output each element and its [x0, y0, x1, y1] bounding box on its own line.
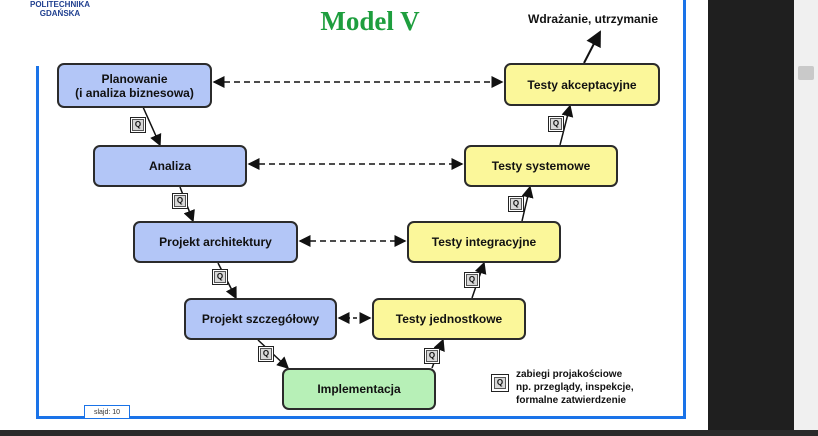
q-symbol: Q [510, 198, 522, 210]
q-symbol: Q [214, 271, 226, 283]
unit-tests-label: Testy jednostkowe [395, 312, 503, 326]
viewer-background [708, 0, 794, 430]
quality-marker: Q [508, 196, 524, 212]
implementation-label: Implementacja [317, 382, 401, 396]
logo-line-1: POLITECHNIKA [30, 0, 90, 9]
integration-tests-label: Testy integracyjne [431, 235, 537, 249]
acceptance-tests-label: Testy akceptacyjne [527, 77, 637, 92]
architecture-label: Projekt architektury [159, 235, 272, 249]
logo-line-2: GDAŃSKA [39, 9, 81, 18]
legend-text: zabiegi projakościowe np. przeglądy, ins… [516, 368, 634, 407]
q-symbol: Q [550, 118, 562, 130]
slide-title: Model V [320, 6, 420, 36]
planning-line-2: (i analiza biznesowa) [75, 85, 194, 100]
legend-line-3: formalne zatwierdzenie [516, 395, 627, 406]
q-symbol: Q [426, 350, 438, 362]
box-analysis: Analiza [93, 145, 247, 187]
frame-left-border [36, 66, 39, 418]
slide-number: slajd: 10 [84, 405, 130, 419]
box-planning: Planowanie (i analiza biznesowa) [57, 63, 212, 108]
scrollbar-thumb[interactable] [798, 66, 814, 80]
q-symbol: Q [260, 348, 272, 360]
planning-line-1: Planowanie [101, 71, 168, 86]
legend-q-icon: Q [491, 374, 509, 392]
quality-marker: Q [212, 269, 228, 285]
quality-marker: Q [424, 348, 440, 364]
q-symbol: Q [132, 119, 144, 131]
frame-bottom-border [36, 416, 686, 419]
frame-right-border [683, 0, 686, 419]
q-symbol: Q [494, 377, 506, 389]
box-detailed-design: Projekt szczegółowy [184, 298, 337, 340]
box-integration-tests: Testy integracyjne [407, 221, 561, 263]
legend-line-2: np. przeglądy, inspekcje, [516, 382, 634, 393]
arrow-system-acceptance [559, 104, 574, 146]
box-implementation: Implementacja [282, 368, 436, 410]
quality-marker: Q [172, 193, 188, 209]
politechnika-logo: POLITECHNIKA GDAŃSKA [30, 0, 90, 18]
box-unit-tests: Testy jednostkowe [372, 298, 526, 340]
system-tests-label: Testy systemowe [491, 159, 591, 173]
analysis-label: Analiza [148, 159, 191, 173]
deploy-label: Wdrażanie, utrzymanie [528, 12, 659, 26]
arrow-acceptance-deploy [583, 30, 601, 64]
box-architecture: Projekt architektury [133, 221, 298, 263]
box-system-tests: Testy systemowe [464, 145, 618, 187]
quality-marker: Q [548, 116, 564, 132]
quality-marker: Q [464, 272, 480, 288]
arrow-planning-analysis [142, 106, 162, 147]
q-symbol: Q [174, 195, 186, 207]
bottom-strip [0, 430, 818, 436]
arrow-integration-system [521, 185, 534, 222]
vertical-scrollbar[interactable] [794, 0, 818, 430]
legend-line-1: zabiegi projakościowe [516, 369, 623, 380]
quality-marker: Q [130, 117, 146, 133]
slide: POLITECHNIKA GDAŃSKA Model V Wdrażanie, … [0, 0, 708, 430]
q-symbol: Q [466, 274, 478, 286]
quality-marker: Q [258, 346, 274, 362]
box-acceptance-tests: Testy akceptacyjne [504, 63, 660, 106]
detailed-design-label: Projekt szczegółowy [201, 312, 320, 326]
